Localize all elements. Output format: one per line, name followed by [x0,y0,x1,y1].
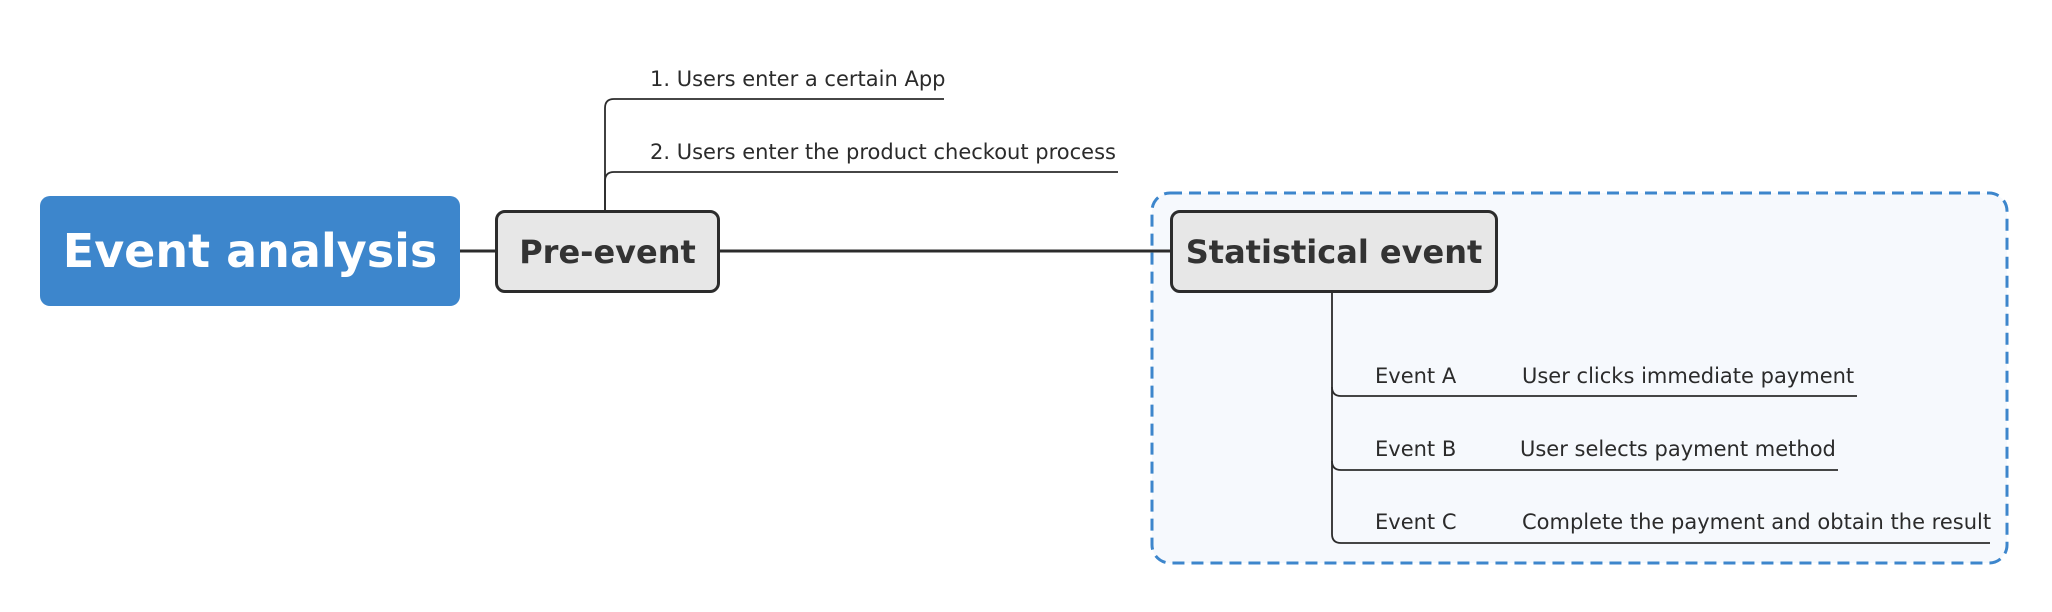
step-2-connector [604,171,1118,210]
event-c-name[interactable]: Event C [1375,510,1457,534]
pre-event-node[interactable]: Pre-event [495,210,720,293]
step-1-connector [604,98,944,210]
event-b-description[interactable]: User selects payment method [1520,437,1836,461]
event-c-connector [1331,461,1990,544]
event-b-name[interactable]: Event B [1375,437,1457,461]
statistical-event-node[interactable]: Statistical event [1170,210,1498,293]
event-c-description[interactable]: Complete the payment and obtain the resu… [1522,510,1992,534]
pre-event-step-2[interactable]: 2. Users enter the product checkout proc… [650,140,1116,164]
event-a-description[interactable]: User clicks immediate payment [1522,364,1855,388]
pre-event-step-1[interactable]: 1. Users enter a certain App [650,67,946,91]
event-a-name[interactable]: Event A [1375,364,1457,388]
root-node-event-analysis[interactable]: Event analysis [40,196,460,306]
